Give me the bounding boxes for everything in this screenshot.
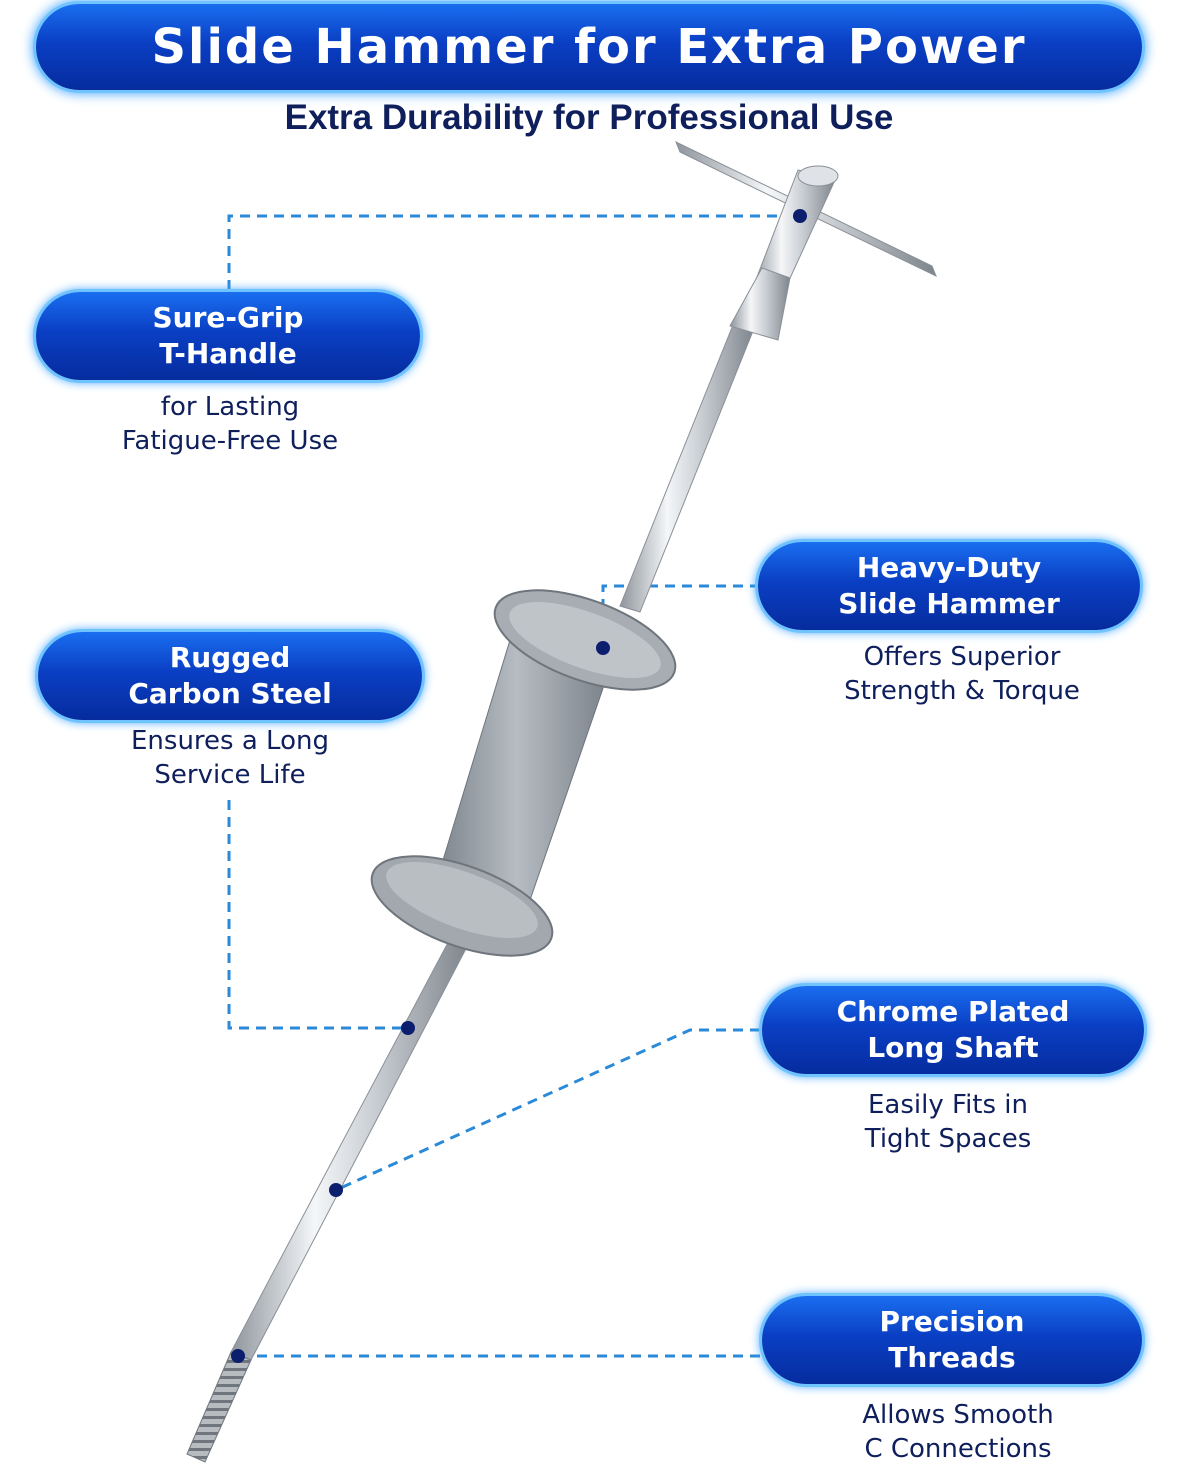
feature-title-line: Precision (879, 1305, 1025, 1338)
anchor-dot-t-handle (793, 209, 807, 223)
feature-title-line: Carbon Steel (128, 677, 332, 710)
feature-title-line: Slide Hammer (838, 587, 1060, 620)
leader-shaft (335, 1028, 760, 1192)
anchor-dot-shaft (329, 1183, 343, 1197)
feature-pill-slide-hammer: Heavy-Duty Slide Hammer (758, 542, 1140, 630)
rod (186, 319, 756, 1463)
feature-title-line: Rugged (169, 641, 291, 674)
feature-desc-line: Easily Fits in (868, 1090, 1028, 1120)
feature-desc-t-handle: for Lasting Fatigue-Free Use (60, 390, 400, 458)
feature-title-line: Heavy-Duty (856, 551, 1042, 584)
feature-title-line: T-Handle (159, 337, 297, 370)
leader-t-handle (227, 214, 800, 290)
page-title: Slide Hammer for Extra Power (151, 19, 1027, 75)
leader-carbon-steel (227, 800, 408, 1030)
feature-pill-t-handle: Sure-Grip T-Handle (36, 292, 420, 380)
feature-desc-line: Offers Superior (863, 642, 1061, 672)
feature-desc-line: Allows Smooth (862, 1400, 1054, 1430)
feature-desc-line: C Connections (864, 1434, 1052, 1464)
feature-desc-slide-hammer: Offers Superior Strength & Torque (790, 640, 1134, 708)
t-handle (675, 140, 937, 341)
feature-desc-carbon-steel: Ensures a Long Service Life (60, 724, 400, 792)
anchor-dot-slide-hammer (596, 641, 610, 655)
feature-desc-threads: Allows Smooth C Connections (786, 1398, 1130, 1466)
header-banner: Slide Hammer for Extra Power (36, 4, 1142, 90)
feature-desc-line: Ensures a Long (131, 726, 329, 756)
page-subtitle: Extra Durability for Professional Use (284, 98, 894, 137)
feature-title-line: Chrome Plated (836, 995, 1070, 1028)
feature-desc-line: Strength & Torque (844, 676, 1080, 706)
feature-desc-line: for Lasting (160, 392, 300, 422)
feature-pill-shaft: Chrome Plated Long Shaft (762, 986, 1144, 1074)
feature-title-line: Long Shaft (867, 1031, 1039, 1064)
feature-pill-threads: Precision Threads (762, 1296, 1142, 1384)
leader-slide-hammer (601, 584, 760, 648)
feature-title-line: Threads (888, 1341, 1016, 1374)
feature-desc-line: Fatigue-Free Use (121, 426, 339, 456)
anchor-dot-threads (231, 1349, 245, 1363)
leader-lines (227, 214, 800, 1358)
anchor-dots (231, 209, 807, 1363)
feature-title-line: Sure-Grip (152, 301, 304, 334)
anchor-dot-carbon-steel (401, 1021, 415, 1035)
slide-weight (370, 589, 677, 957)
feature-desc-line: Tight Spaces (864, 1124, 1032, 1154)
feature-pill-carbon-steel: Rugged Carbon Steel (38, 632, 422, 720)
feature-desc-shaft: Easily Fits in Tight Spaces (776, 1088, 1120, 1156)
feature-desc-line: Service Life (154, 760, 306, 790)
